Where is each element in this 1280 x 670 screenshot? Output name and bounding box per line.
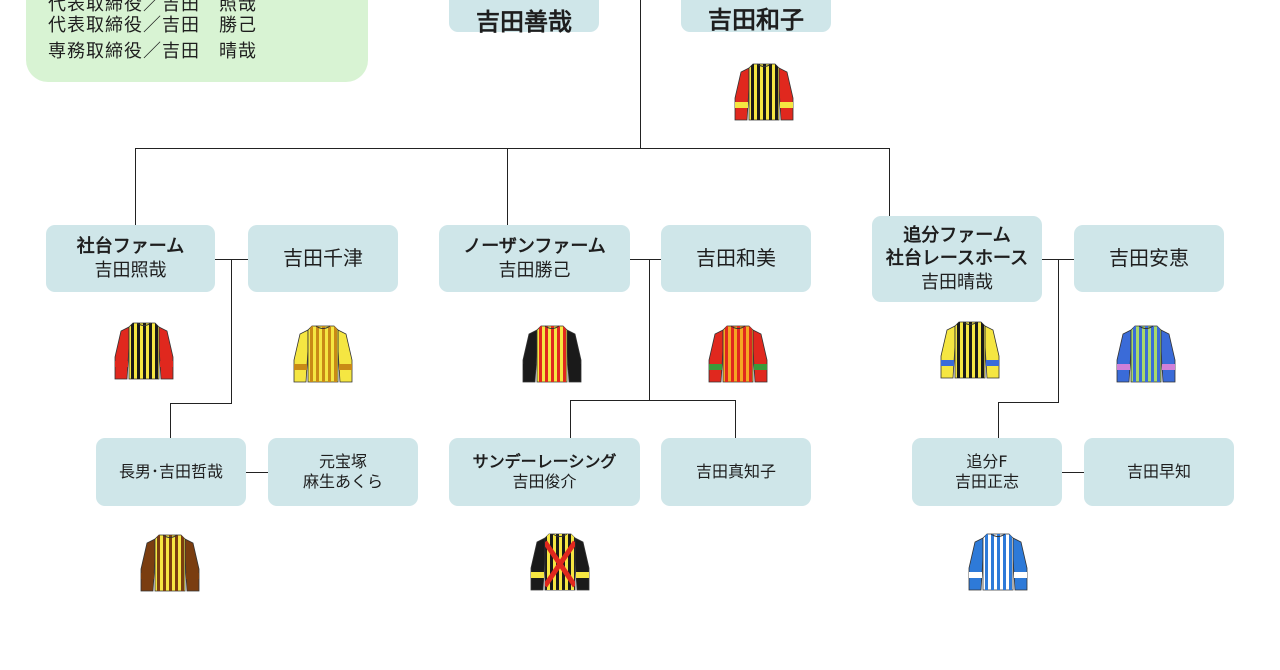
tetsuya-silks-icon <box>140 534 200 592</box>
haruya-name: 吉田晴哉 <box>921 271 993 293</box>
northern-child-bus <box>570 400 736 402</box>
northern-drop-line <box>507 148 509 225</box>
masashi-marriage-line <box>1062 472 1084 474</box>
yasue-box: 吉田安恵 <box>1074 225 1224 292</box>
katsumi-name: 吉田勝己 <box>498 259 571 281</box>
parents-trunk-line <box>640 0 642 148</box>
akura-box: 元宝塚 麻生あくら <box>268 438 418 506</box>
shadai-drop-line <box>135 148 137 225</box>
shadai-farm-box: 社台ファーム 吉田照哉 <box>46 225 215 292</box>
officer-line-2: 代表取締役／吉田 勝己 <box>48 15 257 36</box>
chizu-name: 吉田千津 <box>283 245 363 270</box>
northern-child-drop <box>649 259 651 400</box>
father-name: 吉田善哉 <box>476 8 572 37</box>
northern-marriage-line <box>630 259 661 261</box>
kazumi-name: 吉田和美 <box>696 245 776 270</box>
sachi-name: 吉田早知 <box>1126 461 1191 481</box>
shunsuke-name: 吉田俊介 <box>512 472 577 491</box>
teruya-name: 吉田照哉 <box>94 259 167 281</box>
masashi-silks-icon <box>968 533 1028 591</box>
oiwake-child-drop <box>1058 259 1060 402</box>
shunsuke-line <box>570 400 572 438</box>
company-officers-note <box>26 0 368 82</box>
father-box: 吉田善哉 <box>449 0 599 36</box>
mother-box: 吉田和子 <box>681 0 831 34</box>
officer-line-3: 専務取締役／吉田 晴哉 <box>48 41 257 62</box>
sachi-box: 吉田早知 <box>1084 438 1234 506</box>
sunday-racing-name: サンデーレーシング <box>472 451 617 471</box>
teruya-silks-icon <box>114 322 174 380</box>
kazumi-box: 吉田和美 <box>661 225 811 292</box>
kazuko-silks-icon <box>734 63 794 121</box>
shadai-racehorse-name: 社台レースホース <box>885 248 1029 270</box>
northern-farm-name: ノーザンファーム <box>463 236 606 258</box>
oiwake-farm-name: 追分ファーム <box>903 225 1011 247</box>
akura-title: 元宝塚 <box>318 451 367 471</box>
machiko-name: 吉田真知子 <box>695 461 776 481</box>
haruya-silks-icon <box>940 321 1000 379</box>
oiwake-f-name: 追分F <box>966 451 1008 471</box>
shadai-child-jog <box>170 403 232 405</box>
mother-name: 吉田和子 <box>708 5 804 34</box>
oiwake-f-box: 追分F 吉田正志 <box>912 438 1062 506</box>
children-bus-line <box>135 148 889 150</box>
northern-farm-box: ノーザンファーム 吉田勝己 <box>439 225 630 292</box>
katsumi-silks-icon <box>522 325 582 383</box>
chizu-silks-icon <box>293 325 353 383</box>
masashi-name: 吉田正志 <box>954 472 1019 491</box>
shadai-farm-name: 社台ファーム <box>76 236 185 258</box>
oiwake-child-jog <box>998 402 1059 404</box>
yasue-name: 吉田安恵 <box>1109 245 1189 270</box>
machiko-line <box>735 400 737 438</box>
oiwake-farm-box: 追分ファーム 社台レースホース 吉田晴哉 <box>872 216 1042 302</box>
yasue-silks-icon <box>1116 325 1176 383</box>
tetsuya-marriage-line <box>246 472 268 474</box>
oiwake-child-line <box>998 402 1000 438</box>
machiko-box: 吉田真知子 <box>661 438 811 506</box>
tetsuya-box: 長男･吉田哲哉 <box>96 438 246 506</box>
tetsuya-name: 長男･吉田哲哉 <box>118 461 223 481</box>
sunday-racing-box: サンデーレーシング 吉田俊介 <box>449 438 640 506</box>
shadai-child-drop <box>231 259 233 403</box>
akura-name: 麻生あくら <box>302 472 383 491</box>
kazumi-silks-icon <box>708 325 768 383</box>
chizu-box: 吉田千津 <box>248 225 398 292</box>
shadai-child-line <box>170 403 172 438</box>
oiwake-drop-line <box>889 148 891 216</box>
officer-line-1: 代表取締役／吉田 照哉 <box>48 0 257 15</box>
sunday-racing-silks-icon <box>530 533 590 591</box>
